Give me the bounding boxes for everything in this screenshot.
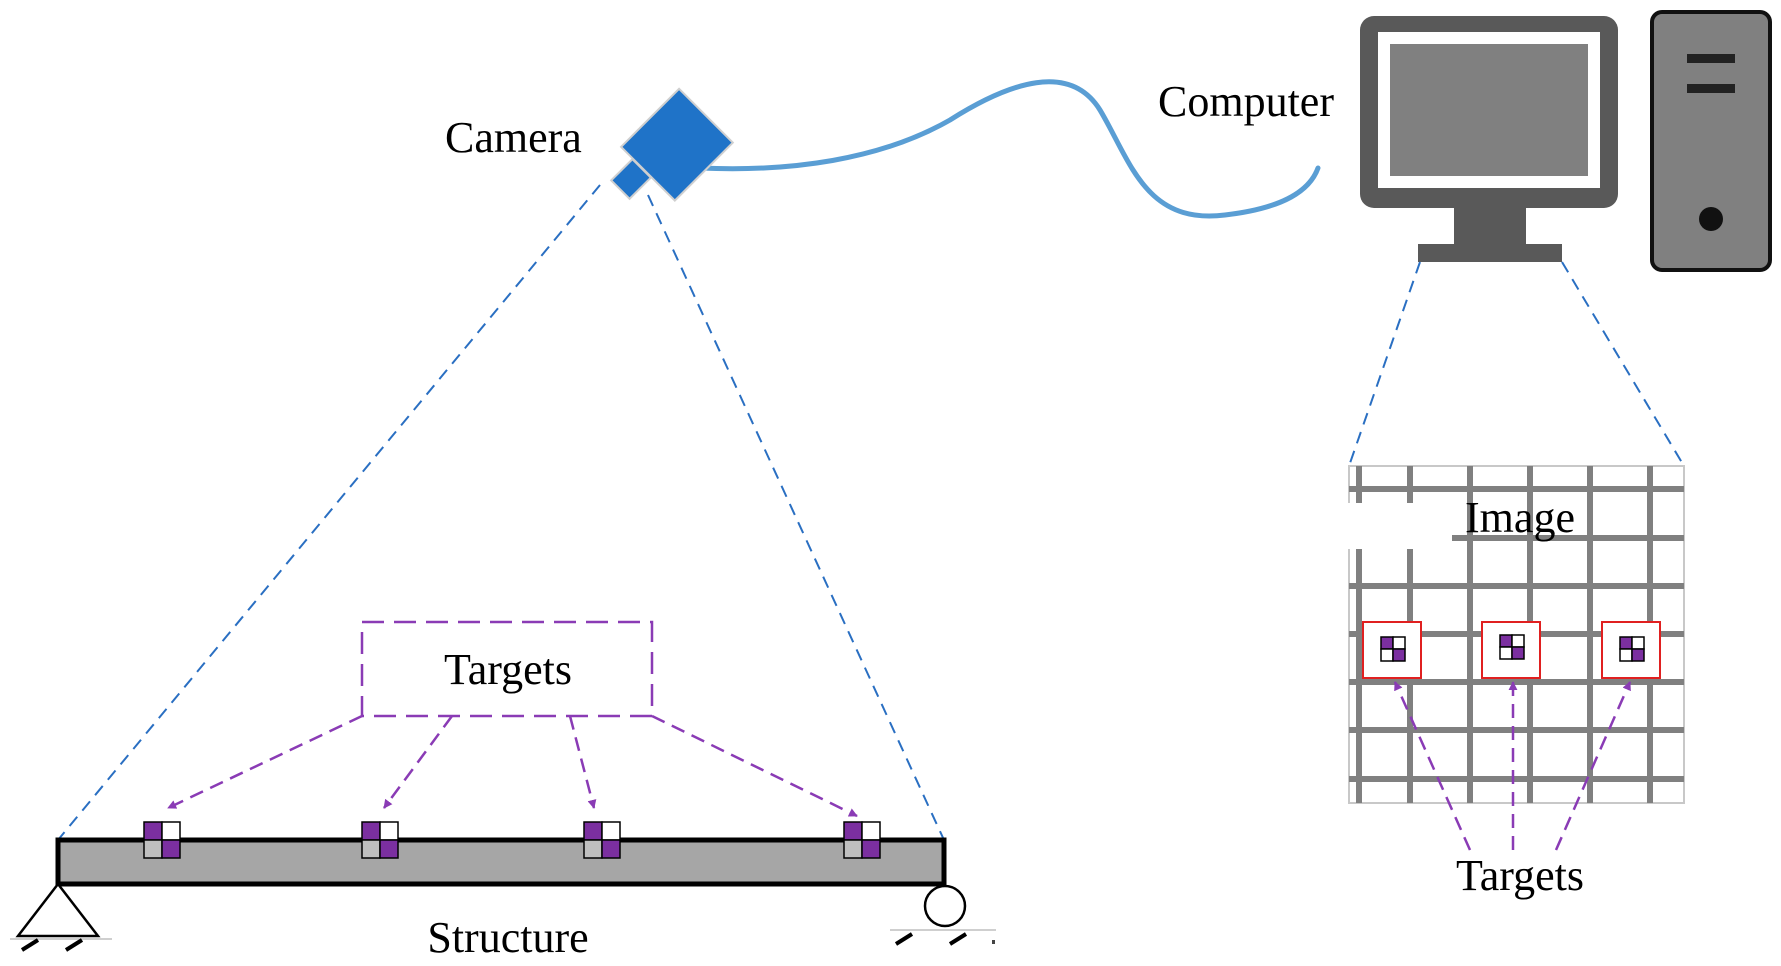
- roller-support-icon: [890, 884, 996, 946]
- image-zoom-lines: [1348, 261, 1685, 467]
- image-target-arrows: [1393, 681, 1632, 851]
- camera-icon: [609, 87, 735, 202]
- computer-label: Computer: [1158, 77, 1334, 126]
- camera-cable: [697, 79, 1321, 219]
- target-marker-icon: [361, 821, 399, 859]
- target-marker-icon: [1619, 636, 1645, 662]
- targets-image-label: Targets: [1456, 851, 1584, 900]
- structure-beam: [55, 837, 947, 887]
- zoom-left-line: [1348, 261, 1421, 467]
- structure-arrow-3: [568, 715, 597, 809]
- image-label: Image: [1465, 493, 1575, 542]
- image-arrow-right: [1554, 681, 1632, 851]
- image-label-background: [1326, 503, 1452, 549]
- target-marker-icon: [843, 821, 881, 859]
- target-marker-icon: [1499, 634, 1525, 660]
- structure-arrow-1: [167, 714, 363, 810]
- targets-structure-label: Targets: [444, 645, 572, 694]
- computer-tower-icon: [1650, 10, 1772, 272]
- targets-image-label-background: [1440, 852, 1590, 902]
- monitor-icon: [1360, 16, 1618, 262]
- structure-label: Structure: [427, 913, 588, 962]
- target-marker-icon: [143, 821, 181, 859]
- target-marker-icon: [583, 821, 621, 859]
- targets-callout-box: [360, 620, 654, 718]
- structure-arrow-2: [382, 715, 454, 809]
- structure-target-arrows: [167, 714, 858, 818]
- image-arrow-left: [1393, 681, 1472, 851]
- camera-label: Camera: [445, 113, 582, 162]
- camera-field-of-view: [57, 184, 945, 841]
- structure-arrow-4: [651, 714, 858, 818]
- zoom-right-line: [1561, 261, 1685, 467]
- image-targets: [1362, 621, 1661, 679]
- fov-left-line: [57, 184, 601, 841]
- fov-right-line: [647, 194, 945, 841]
- pin-support-icon: [10, 881, 112, 952]
- target-marker-icon: [1380, 636, 1406, 662]
- image-panel: [1326, 465, 1685, 804]
